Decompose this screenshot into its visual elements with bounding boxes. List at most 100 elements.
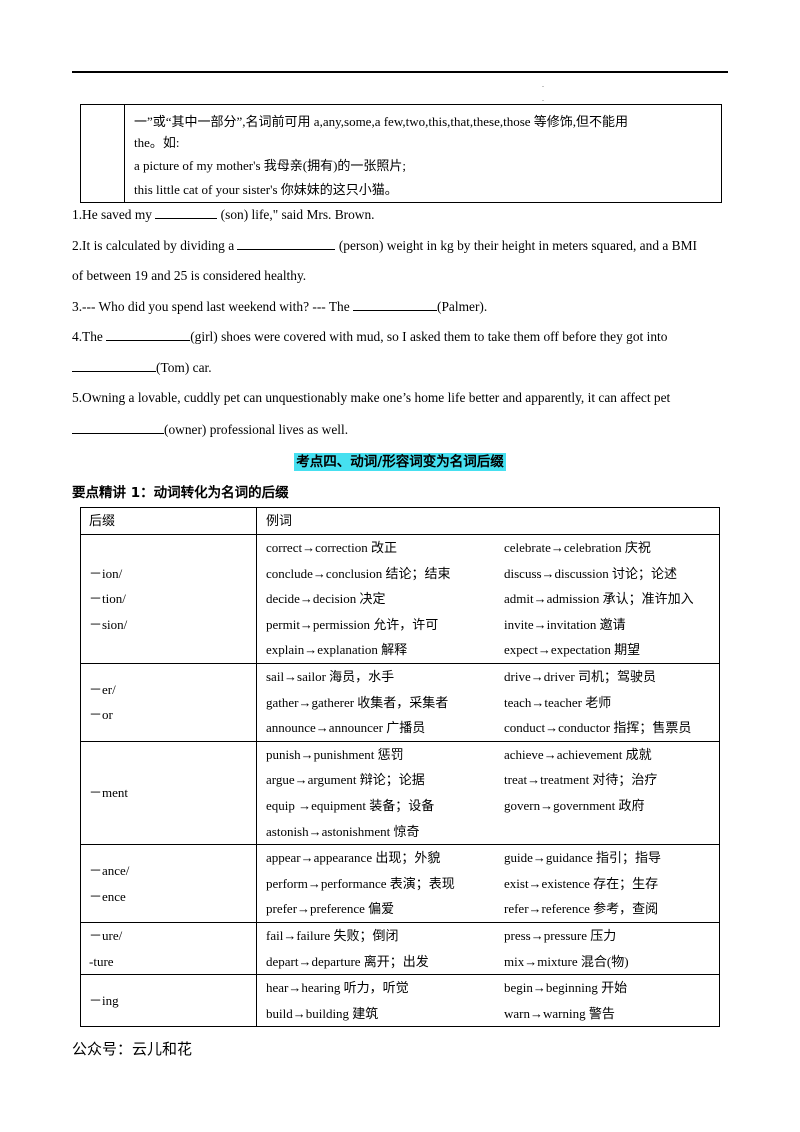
table-header-row: 后缀 例词 — [80, 507, 720, 535]
example-word: warn→warning 警告 — [504, 1005, 615, 1021]
example-word: conclude→conclusion 结论；结束 — [266, 565, 451, 581]
example-word: explain→explanation 解释 — [266, 642, 408, 658]
example-line: argue→argument 辩论；论据 treat→treatment 对待；治… — [266, 767, 719, 793]
example-line: gather→gatherer 收集者，采集者 teach→teacher 老师 — [266, 690, 719, 716]
example-word: treat→treatment 对待；治疗 — [504, 772, 658, 788]
example-word: appear→appearance 出现；外貌 — [266, 850, 441, 866]
example-word: refer→reference 参考，查阅 — [504, 901, 659, 917]
section-title: 考点四、动词/形容词变为名词后缀 — [294, 453, 506, 471]
answer-blank[interactable] — [353, 298, 438, 311]
example-line: hear→hearing 听力，听觉 begin→beginning 开始 — [266, 975, 719, 1001]
example-word: permit→permission 允许，许可 — [266, 616, 439, 632]
example-word: govern→government 政府 — [504, 797, 645, 813]
example-line: correct→correction 改正 celebrate→celebrati… — [266, 535, 719, 561]
example-word: argue→argument 辩论；论据 — [266, 772, 425, 788]
suffix-cell: －ment — [80, 740, 257, 846]
suffix-cell: －ing — [80, 974, 257, 1028]
example-line: announce→announcer 广播员 conduct→conductor … — [266, 715, 719, 741]
example-line: explain→explanation 解释 expect→expectation… — [266, 637, 719, 663]
example-word: build→building 建筑 — [266, 1005, 379, 1021]
example-word: hear→hearing 听力，听觉 — [266, 980, 409, 996]
suffix-label: －ure/ — [89, 927, 123, 943]
example-line: decide→decision 决定 admit→admission 承认；准许加… — [266, 586, 719, 612]
suffix-label: －or — [89, 707, 113, 723]
header-suffix: 后缀 — [80, 507, 257, 535]
suffix-label: －er/ — [89, 681, 116, 697]
suffix-label: －sion/ — [89, 616, 128, 632]
example-word: announce→announcer 广播员 — [266, 720, 426, 736]
suffix-label: －ment — [89, 785, 128, 801]
header-rule — [72, 71, 728, 73]
examples-cell: sail→sailor 海员，水手 drive→driver 司机；驾驶员 gath… — [256, 662, 720, 742]
answer-blank[interactable] — [72, 421, 164, 434]
suffix-cell: －ance/－ence — [80, 844, 257, 923]
exercise-2-cont: of between 19 and 25 is considered healt… — [72, 268, 307, 283]
example-word: drive→driver 司机；驾驶员 — [504, 668, 657, 684]
examples-cell: correct→correction 改正 celebrate→celebrati… — [256, 534, 720, 664]
answer-blank[interactable] — [155, 206, 218, 219]
exercise-5-cont: (owner) professional lives as well. — [72, 421, 348, 438]
suffix-cell: －ure/ -ture — [80, 921, 257, 976]
table-row: －ion/ －tion/ －sion/correct→correction 改正 ce… — [80, 534, 720, 664]
answer-blank[interactable] — [237, 237, 336, 250]
example-word: conduct→conductor 指挥；售票员 — [504, 720, 692, 736]
subtitle: 要点精讲 1：动词转化为名词的后缀 — [72, 485, 289, 501]
table-row: －er/ －or sail→sailor 海员，水手 drive→driver 司机；… — [80, 662, 720, 742]
exercise-5: 5.Owning a lovable, cuddly pet can unque… — [72, 390, 671, 405]
example-word: perform→performance 表演；表现 — [266, 875, 455, 891]
example-word: celebrate→celebration 庆祝 — [504, 540, 651, 555]
suffix-cell: －ion/ －tion/ －sion/ — [80, 534, 257, 664]
exercise-4-cont: (Tom) car. — [72, 359, 212, 376]
examples-cell: hear→hearing 听力，听觉 begin→beginning 开始 buil… — [256, 974, 720, 1028]
example-word: gather→gatherer 收集者，采集者 — [266, 694, 449, 710]
suffix-table: 后缀 例词 －ion/ －tion/ －sion/correct→correctio… — [80, 507, 720, 1028]
suffix-label: -ture — [89, 953, 114, 969]
exercise-4: 4.The (girl) shoes were covered with mud… — [72, 328, 668, 344]
example-word: press→pressure 压力 — [504, 927, 617, 943]
suffix-label: －ion/ — [89, 565, 123, 581]
header-mark: . — [542, 80, 544, 89]
suffix-cell: －er/ －or — [80, 662, 257, 742]
table-row: －ing hear→hearing 听力，听觉 begin→beginning 开始… — [80, 974, 720, 1028]
example-word: decide→decision 决定 — [266, 591, 386, 607]
header-examples: 例词 — [256, 507, 720, 535]
suffix-label: －tion/ — [89, 591, 126, 607]
example-word: mix→mixture 混合(物) — [504, 953, 629, 969]
note-left-column — [81, 105, 125, 202]
note-line: this little cat of your sister's 你妹妹的这只小… — [134, 182, 398, 197]
example-word: sail→sailor 海员，水手 — [266, 668, 395, 684]
grammar-note-box: 一”或“其中一部分”,名词前可用 a,any,some,a few,two,th… — [80, 104, 722, 203]
exercise-1: 1.He saved my (son) life," said Mrs. Bro… — [72, 206, 375, 222]
example-word: depart→departure 离开；出发 — [266, 953, 429, 969]
example-word: invite→invitation 邀请 — [504, 616, 626, 632]
answer-blank[interactable] — [106, 328, 191, 341]
example-word: equip →equipment 装备；设备 — [266, 797, 435, 813]
answer-blank[interactable] — [72, 359, 156, 372]
exercise-3: 3.--- Who did you spend last weekend wit… — [72, 298, 488, 314]
example-word: correct→correction 改正 — [266, 540, 398, 555]
example-word: admit→admission 承认；准许加入 — [504, 591, 694, 607]
example-word: punish→punishment 惩罚 — [266, 746, 404, 762]
example-line: depart→departure 离开；出发 mix→mixture 混合(物) — [266, 949, 719, 975]
example-line: sail→sailor 海员，水手 drive→driver 司机；驾驶员 — [266, 664, 719, 690]
example-word: exist→existence 存在；生存 — [504, 875, 659, 891]
note-line: a picture of my mother's 我母亲(拥有)的一张照片; — [134, 158, 407, 173]
example-word: teach→teacher 老师 — [504, 694, 612, 710]
suffix-label: －ence — [89, 888, 126, 904]
example-word: expect→expectation 期望 — [504, 642, 641, 658]
example-word: begin→beginning 开始 — [504, 980, 628, 996]
example-line: perform→performance 表演；表现 exist→existence… — [266, 871, 719, 897]
suffix-label: －ing — [89, 992, 119, 1008]
example-line: permit→permission 允许，许可 invite→invitation… — [266, 612, 719, 638]
exercise-2: 2.It is calculated by dividing a (person… — [72, 237, 697, 253]
